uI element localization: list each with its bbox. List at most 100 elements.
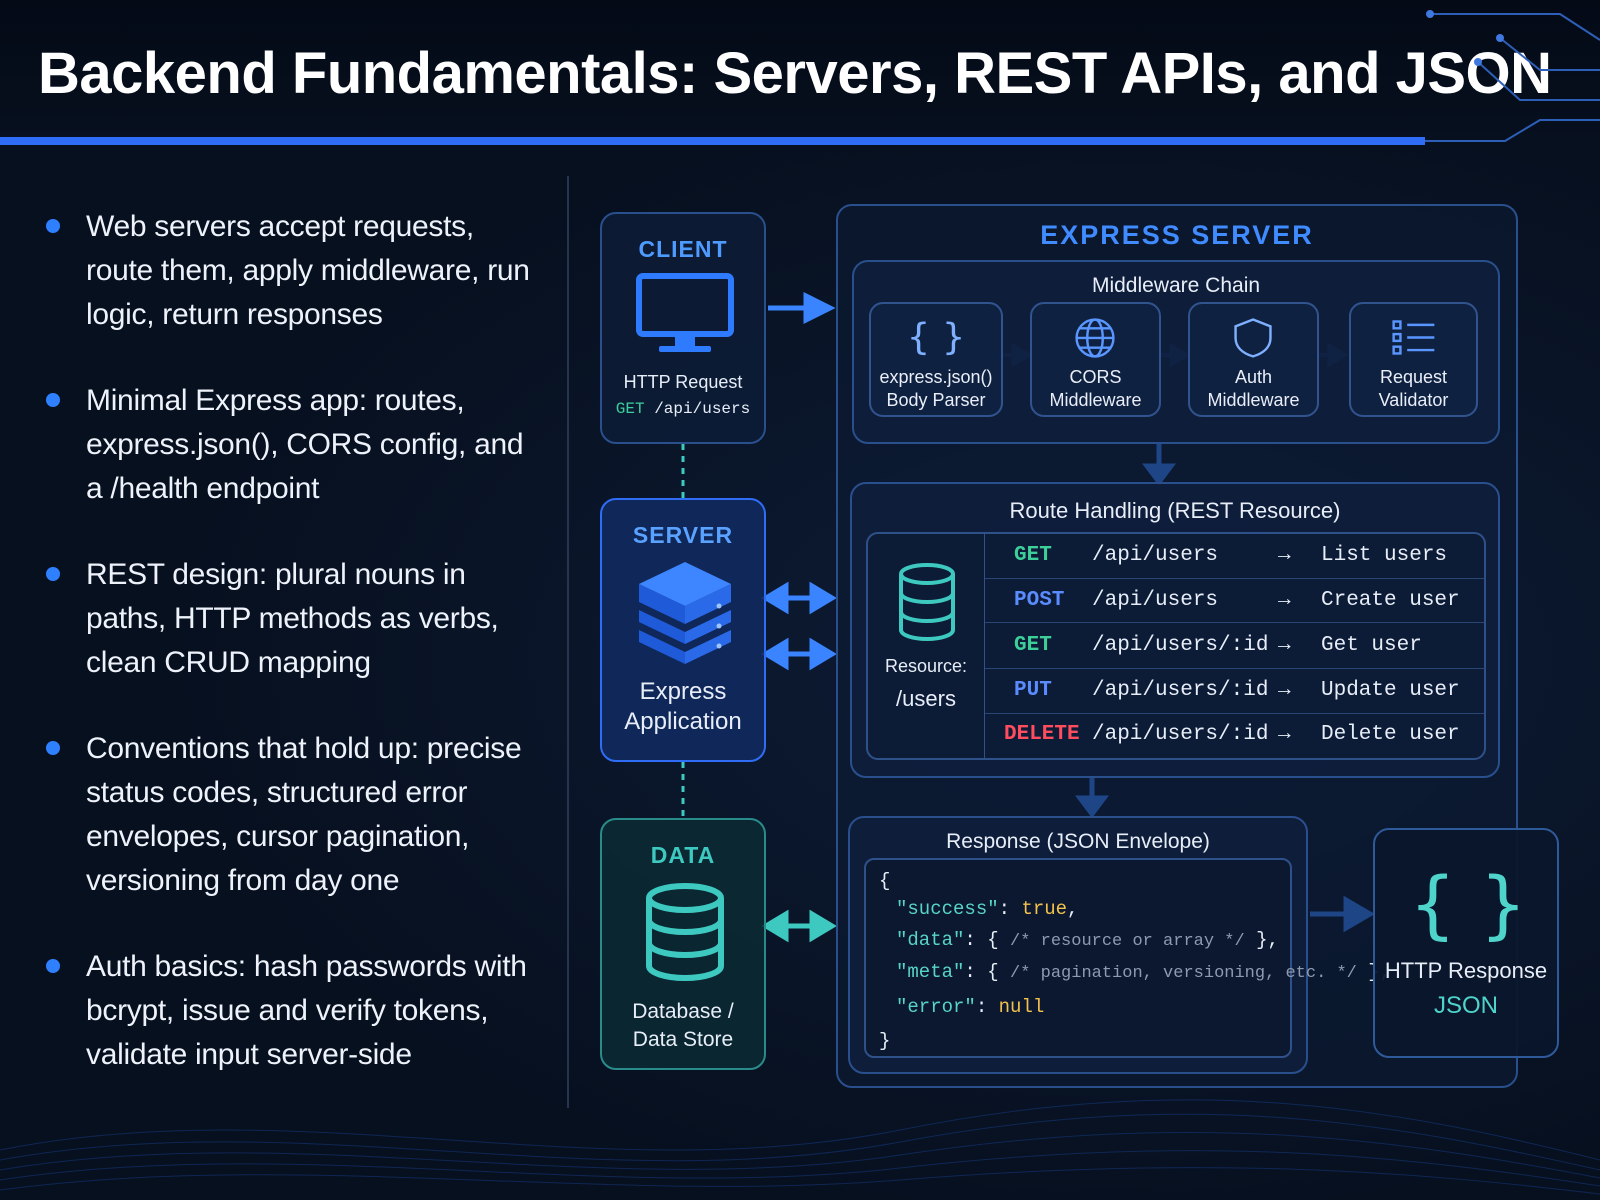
json-error-line: "error": null bbox=[896, 996, 1045, 1018]
route-row: DELETE /api/users/:id → Delete user bbox=[985, 713, 1485, 757]
middleware-auth: Auth Middleware bbox=[1188, 302, 1319, 417]
route-row: GET /api/users → List users bbox=[985, 534, 1485, 578]
wave-decoration bbox=[0, 1099, 1600, 1195]
route-arrow: → bbox=[1278, 634, 1291, 657]
globe-icon bbox=[1075, 318, 1115, 358]
json-code-block bbox=[864, 858, 1292, 1058]
bullet-text: Web servers accept requests, route them,… bbox=[86, 210, 530, 331]
database-icon bbox=[646, 883, 724, 981]
bullet-text: Conventions that hold up: precise status… bbox=[86, 732, 522, 897]
data-title: DATA bbox=[650, 842, 716, 868]
resource-path: /users bbox=[896, 686, 956, 711]
middleware-chain-title: Middleware Chain bbox=[1091, 274, 1261, 297]
http-response-label: HTTP Response bbox=[1384, 958, 1548, 983]
svg-text:{ }: { } bbox=[907, 316, 966, 358]
route-action: Update user bbox=[1321, 679, 1460, 702]
client-request-line: GET /api/users bbox=[602, 400, 764, 418]
json-open-brace: { bbox=[879, 870, 891, 892]
route-arrow: → bbox=[1278, 723, 1291, 746]
route-method: POST bbox=[1014, 589, 1065, 612]
json-close-brace: } bbox=[879, 1030, 891, 1052]
middleware-label: Auth Middleware bbox=[1207, 367, 1300, 410]
data-label-line1: Database / bbox=[632, 1000, 734, 1023]
route-action: Create user bbox=[1321, 589, 1460, 612]
route-arrow: → bbox=[1278, 544, 1291, 567]
svg-text:{ }: { } bbox=[1418, 864, 1518, 944]
route-row: PUT /api/users/:id → Update user bbox=[985, 669, 1485, 713]
braces-icon: { } bbox=[1418, 864, 1518, 944]
route-handling-title: Route Handling (REST Resource) bbox=[1009, 498, 1341, 523]
bullet-item: REST design: plural nouns in paths, HTTP… bbox=[46, 553, 546, 685]
client-title: CLIENT bbox=[638, 236, 728, 262]
middleware-label: express.json() Body Parser bbox=[879, 367, 993, 410]
database-icon bbox=[899, 563, 955, 641]
title-underline bbox=[0, 137, 1425, 145]
bullet-item: Conventions that hold up: precise status… bbox=[46, 727, 546, 903]
bullet-dot bbox=[46, 393, 60, 407]
middleware-body-parser: { } express.json() Body Parser bbox=[869, 302, 1003, 417]
column-divider bbox=[567, 176, 569, 1108]
shield-icon bbox=[1234, 318, 1272, 358]
json-success-line: "success": true, bbox=[896, 898, 1079, 920]
server-label-line1: Express bbox=[639, 678, 727, 705]
route-action: Get user bbox=[1321, 634, 1422, 657]
bullet-item: Web servers accept requests, route them,… bbox=[46, 205, 546, 337]
server-node: SERVER Express Application bbox=[600, 498, 766, 762]
route-path: /api/users bbox=[1092, 589, 1219, 612]
bullet-item: Minimal Express app: routes, express.jso… bbox=[46, 379, 546, 511]
route-table-divider bbox=[984, 534, 985, 758]
monitor-icon bbox=[636, 273, 734, 352]
checklist-icon bbox=[1392, 320, 1435, 355]
circuit-decoration bbox=[1425, 10, 1600, 142]
server-title: SERVER bbox=[632, 522, 734, 548]
route-method: PUT bbox=[1014, 679, 1052, 702]
data-node: DATA Database / Data Store bbox=[600, 818, 766, 1070]
middleware-cors: CORS Middleware bbox=[1030, 302, 1161, 417]
row-separator bbox=[985, 622, 1485, 623]
server-stack-icon bbox=[639, 562, 731, 664]
client-label: HTTP Request bbox=[623, 372, 743, 392]
bullet-dot bbox=[46, 567, 60, 581]
route-table bbox=[866, 532, 1486, 760]
middleware-request-validator: Request Validator bbox=[1349, 302, 1478, 417]
client-method: GET bbox=[615, 400, 645, 418]
http-response-format: JSON bbox=[1433, 992, 1498, 1019]
row-separator bbox=[985, 578, 1485, 579]
route-path: /api/users/:id bbox=[1092, 723, 1269, 746]
route-row: POST /api/users → Create user bbox=[985, 579, 1485, 623]
response-title: Response (JSON Envelope) bbox=[946, 830, 1210, 853]
bullet-item: Auth basics: hash passwords with bcrypt,… bbox=[46, 945, 546, 1077]
middleware-label: Request Validator bbox=[1378, 367, 1449, 410]
row-separator bbox=[985, 668, 1485, 669]
bullet-text: Minimal Express app: routes, express.jso… bbox=[86, 384, 524, 505]
bullet-dot bbox=[46, 959, 60, 973]
bullet-text: REST design: plural nouns in paths, HTTP… bbox=[86, 558, 499, 679]
braces-icon: { } bbox=[907, 316, 966, 358]
route-method: GET bbox=[1014, 634, 1052, 657]
middleware-label: CORS Middleware bbox=[1049, 367, 1142, 410]
server-label-line2: Application bbox=[624, 708, 742, 735]
json-meta-line: "meta": { /* pagination, versioning, etc… bbox=[896, 961, 1391, 983]
route-path: /api/users bbox=[1092, 544, 1219, 567]
route-method: GET bbox=[1014, 544, 1052, 567]
route-row: GET /api/users/:id → Get user bbox=[985, 624, 1485, 668]
client-path: /api/users bbox=[654, 400, 751, 418]
route-method: DELETE bbox=[1004, 723, 1080, 746]
route-path: /api/users/:id bbox=[1092, 634, 1269, 657]
bullet-text: Auth basics: hash passwords with bcrypt,… bbox=[86, 950, 527, 1071]
bullet-dot bbox=[46, 219, 60, 233]
page-title: Backend Fundamentals: Servers, REST APIs… bbox=[38, 41, 1552, 106]
row-separator bbox=[985, 713, 1485, 714]
route-action: List users bbox=[1321, 544, 1448, 567]
route-path: /api/users/:id bbox=[1092, 679, 1269, 702]
bullet-dot bbox=[46, 741, 60, 755]
header: Backend Fundamentals: Servers, REST APIs… bbox=[0, 0, 1600, 148]
data-label-line2: Data Store bbox=[632, 1028, 734, 1051]
route-arrow: → bbox=[1278, 589, 1291, 612]
route-action: Delete user bbox=[1321, 723, 1460, 746]
http-response-node: { } HTTP Response JSON bbox=[1373, 828, 1559, 1058]
json-data-line: "data": { /* resource or array */ }, bbox=[896, 929, 1279, 951]
route-arrow: → bbox=[1278, 679, 1291, 702]
resource-label: Resource: bbox=[884, 656, 968, 676]
client-node: CLIENT HTTP Request GET /api/users bbox=[600, 212, 766, 444]
